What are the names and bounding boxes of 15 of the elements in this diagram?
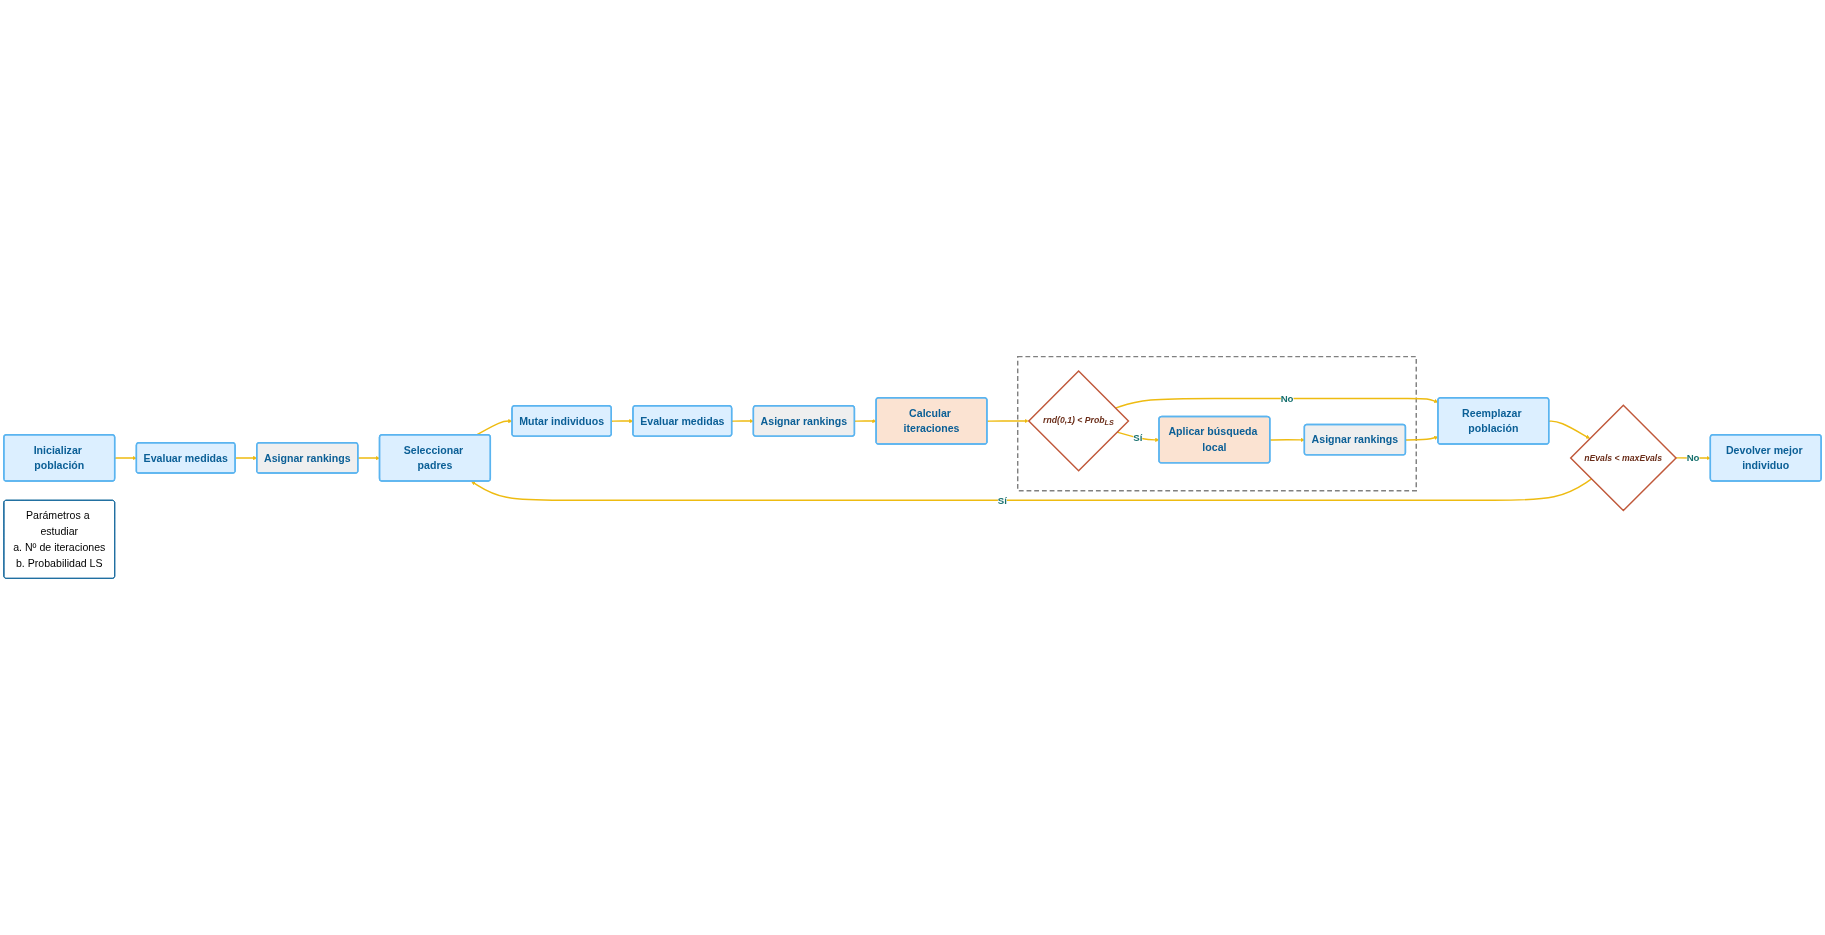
arrow xyxy=(114,455,137,461)
edge-label: Sí xyxy=(1133,432,1143,444)
arrow xyxy=(986,418,1029,424)
arrow xyxy=(471,478,1593,501)
node-diamond: rnd(0,1) < Prob$_{LS}$ xyxy=(1027,370,1130,472)
arrow xyxy=(1548,420,1590,439)
node-diamond: nEvals < maxEvals xyxy=(1569,404,1678,512)
arrow xyxy=(1269,437,1305,443)
edge-label: No xyxy=(1280,393,1294,404)
arrow xyxy=(357,455,380,461)
arrow xyxy=(731,418,754,424)
cluster xyxy=(1017,355,1417,492)
edge-label: No xyxy=(1686,452,1700,464)
arrow xyxy=(475,418,513,436)
edge-label: Sí xyxy=(997,494,1007,506)
